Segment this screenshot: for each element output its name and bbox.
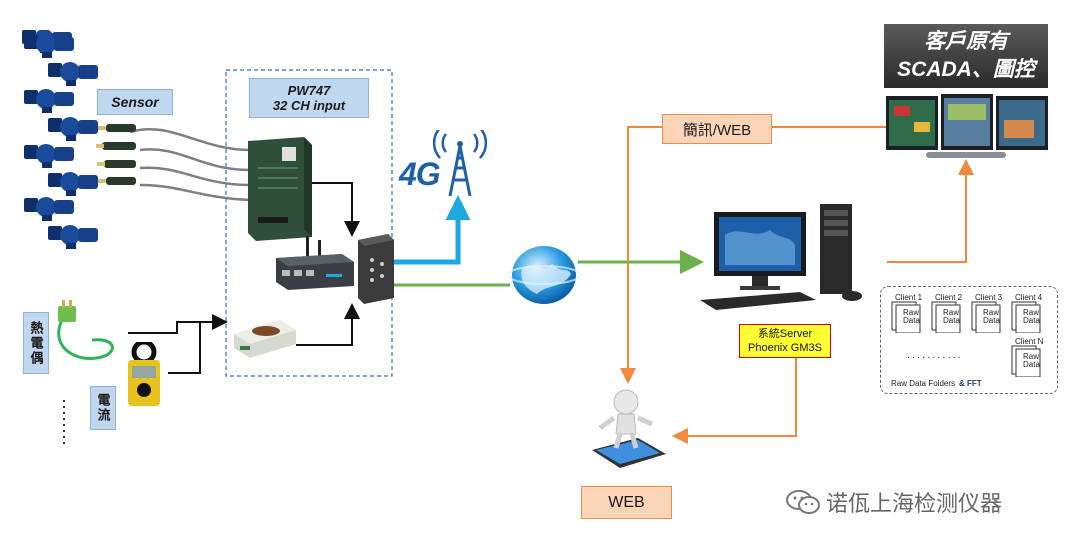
web-label: WEB <box>581 486 672 519</box>
client-2-label: Client 2 <box>935 293 963 302</box>
pw747-channels: 32 CH input <box>272 98 346 113</box>
arrow-current <box>168 322 201 374</box>
arrow-thermocouple <box>128 314 228 334</box>
server-title: 系統Server <box>757 328 813 340</box>
scada-label: 客戶原有 SCADA、圖控 <box>884 24 1048 88</box>
more-clients-dots: ........... <box>907 349 963 361</box>
thermocouple-probe-icon <box>57 300 114 360</box>
client-n-folder-icon: Raw Data <box>1011 345 1045 382</box>
server-computer-icon <box>700 204 862 310</box>
vibration-sensor-icon <box>96 124 136 185</box>
pw747-label: PW747 32 CH input <box>249 78 369 118</box>
arrow-server-web <box>672 350 797 444</box>
fft-label: & FFT <box>959 379 982 388</box>
client-1-label: Client 1 <box>895 293 923 302</box>
pump-group-icon <box>22 30 98 249</box>
current-label: 電流 <box>90 386 116 430</box>
clamp-meter-icon <box>128 342 160 406</box>
io-module-icon <box>234 320 296 358</box>
sensor-cables <box>129 127 251 202</box>
client-3-folder-icon: Raw Data <box>971 301 1005 338</box>
scada-line-2: SCADA、圖控 <box>897 58 1035 81</box>
watermark: 诺佤上海检测仪器 <box>786 486 1002 518</box>
arrow-pw747-to-gateway <box>312 182 360 237</box>
scada-line-1: 客戶原有 <box>924 30 1008 53</box>
server-model: Phoenix GM3S <box>748 342 822 354</box>
pw747-enclosure <box>225 69 393 377</box>
raw-data-folders-label: Raw Data Folders <box>891 379 956 388</box>
thermocouple-label: 熱電偶 <box>23 312 49 374</box>
wechat-icon <box>786 490 820 514</box>
four-g-label: 4G <box>399 156 441 192</box>
gateway-icon <box>358 234 394 304</box>
client-n-label: Client N <box>1015 337 1044 346</box>
client-3-label: Client 3 <box>975 293 1003 302</box>
client-1-folder-icon: Raw Data <box>891 301 925 338</box>
server-label: 系統Server Phoenix GM3S <box>739 324 831 358</box>
client-4-folder-icon: Raw Data <box>1011 301 1045 338</box>
cell-tower-icon <box>432 130 488 197</box>
pw747-model: PW747 <box>287 83 331 98</box>
internet-globe-icon <box>507 246 581 304</box>
sms-web-label: 簡訊/WEB <box>662 114 772 144</box>
mobile-user-icon <box>592 389 666 468</box>
scada-monitors-icon <box>886 94 1048 158</box>
arrow-4g-uplink <box>393 195 471 265</box>
client-4-label: Client 4 <box>1015 293 1043 302</box>
client-2-folder-icon: Raw Data <box>931 301 965 338</box>
watermark-text: 诺佤上海检测仪器 <box>826 492 1003 517</box>
arrow-sms-web <box>620 126 887 384</box>
arrow-server-scada <box>887 159 974 263</box>
arrow-module-to-gateway <box>296 303 360 346</box>
edge-computer-icon <box>276 236 354 290</box>
sensor-label: Sensor <box>97 89 173 115</box>
raw-data-folders-panel: Client 1 Client 2 Client 3 Client 4 Clie… <box>880 286 1058 394</box>
pw747-board-icon <box>248 137 312 241</box>
